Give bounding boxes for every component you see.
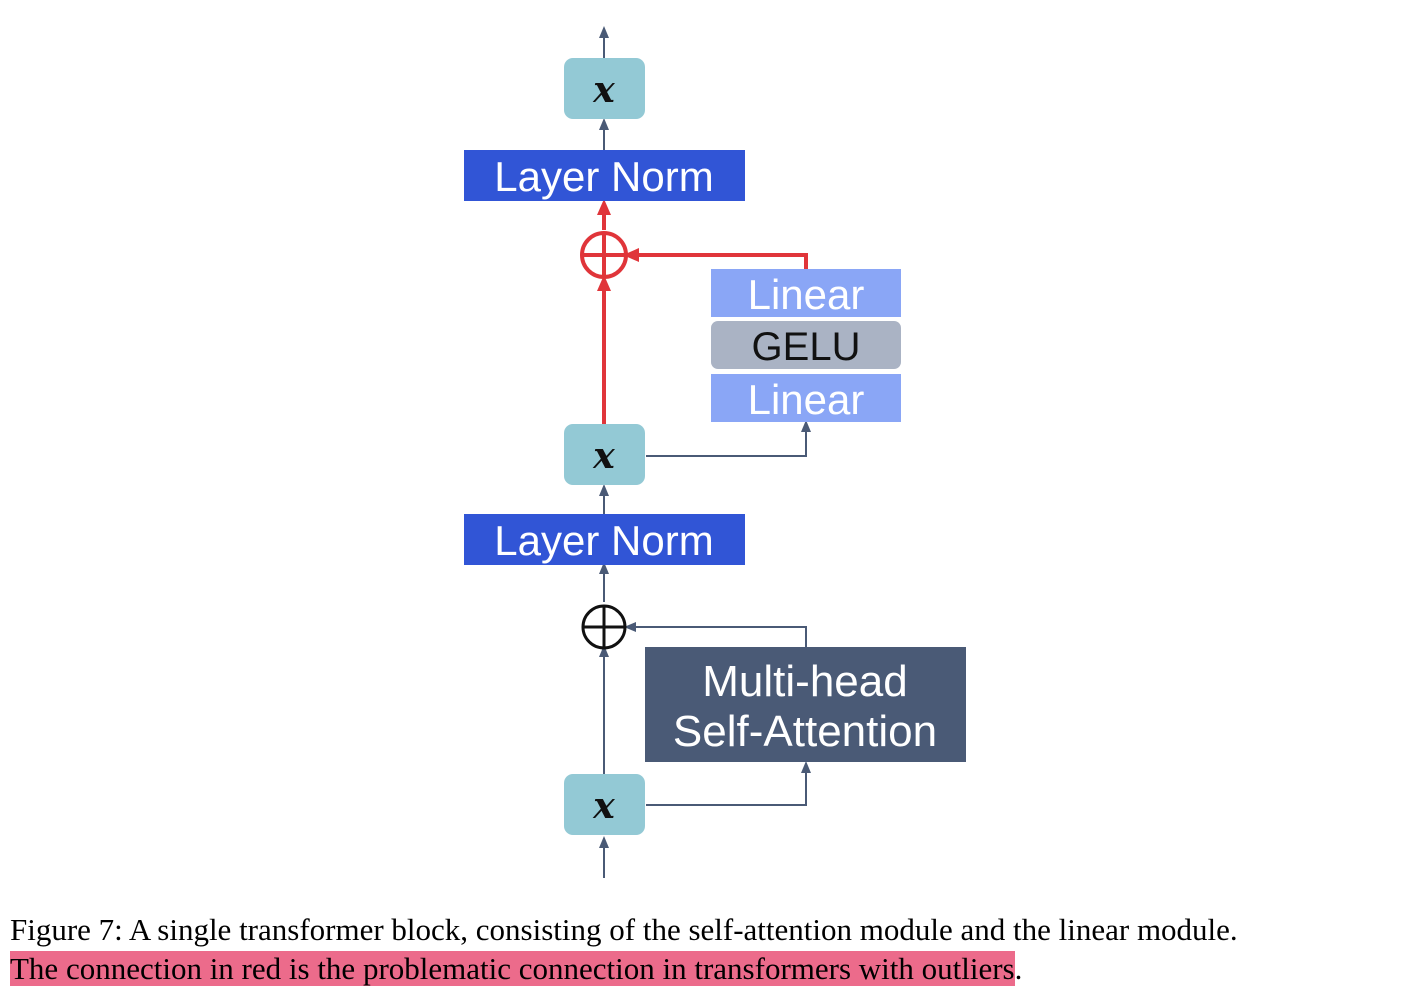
self-attention-block: Multi-head Self-Attention (645, 647, 966, 762)
attention-label-line2: Self-Attention (673, 707, 937, 756)
attention-label-line1: Multi-head (702, 657, 907, 706)
figure-caption: Figure 7: A single transformer block, co… (10, 910, 1414, 988)
layer-norm-lower-label: Layer Norm (494, 517, 713, 564)
add-node-upper (580, 231, 628, 279)
x-to-attention-arrow (646, 761, 811, 806)
red-linear-to-add-arrow (623, 248, 808, 269)
caption-highlight: The connection in red is the problematic… (10, 951, 1015, 986)
add-node-lower (581, 604, 627, 650)
layer-norm-upper: Layer Norm (464, 150, 745, 201)
x-to-linear-arrow (646, 420, 811, 457)
layer-norm-upper-label: Layer Norm (494, 153, 713, 200)
linear-lower-label: Linear (748, 376, 865, 423)
linear-upper-label: Linear (748, 271, 865, 318)
x-bottom-label: x (592, 785, 615, 827)
linear-lower: Linear (711, 374, 901, 423)
transformer-block-diagram: x x x Layer Norm Layer Norm Multi-head S… (464, 26, 966, 878)
x-box-middle: x (564, 424, 645, 485)
red-connection (597, 199, 808, 424)
gelu-label: GELU (752, 325, 861, 369)
x-box-top: x (564, 58, 645, 119)
x-top-label: x (592, 69, 615, 111)
connections (599, 26, 811, 878)
caption-period: . (1014, 951, 1023, 986)
x-middle-label: x (592, 435, 615, 477)
caption-line1: Figure 7: A single transformer block, co… (10, 912, 1238, 947)
x-box-bottom: x (564, 774, 645, 835)
attention-to-add-arrow (624, 622, 807, 647)
gelu-block: GELU (711, 321, 901, 369)
linear-upper: Linear (711, 269, 901, 318)
caption-line2: The connection in red is the problematic… (10, 949, 1414, 988)
layer-norm-lower: Layer Norm (464, 514, 745, 565)
